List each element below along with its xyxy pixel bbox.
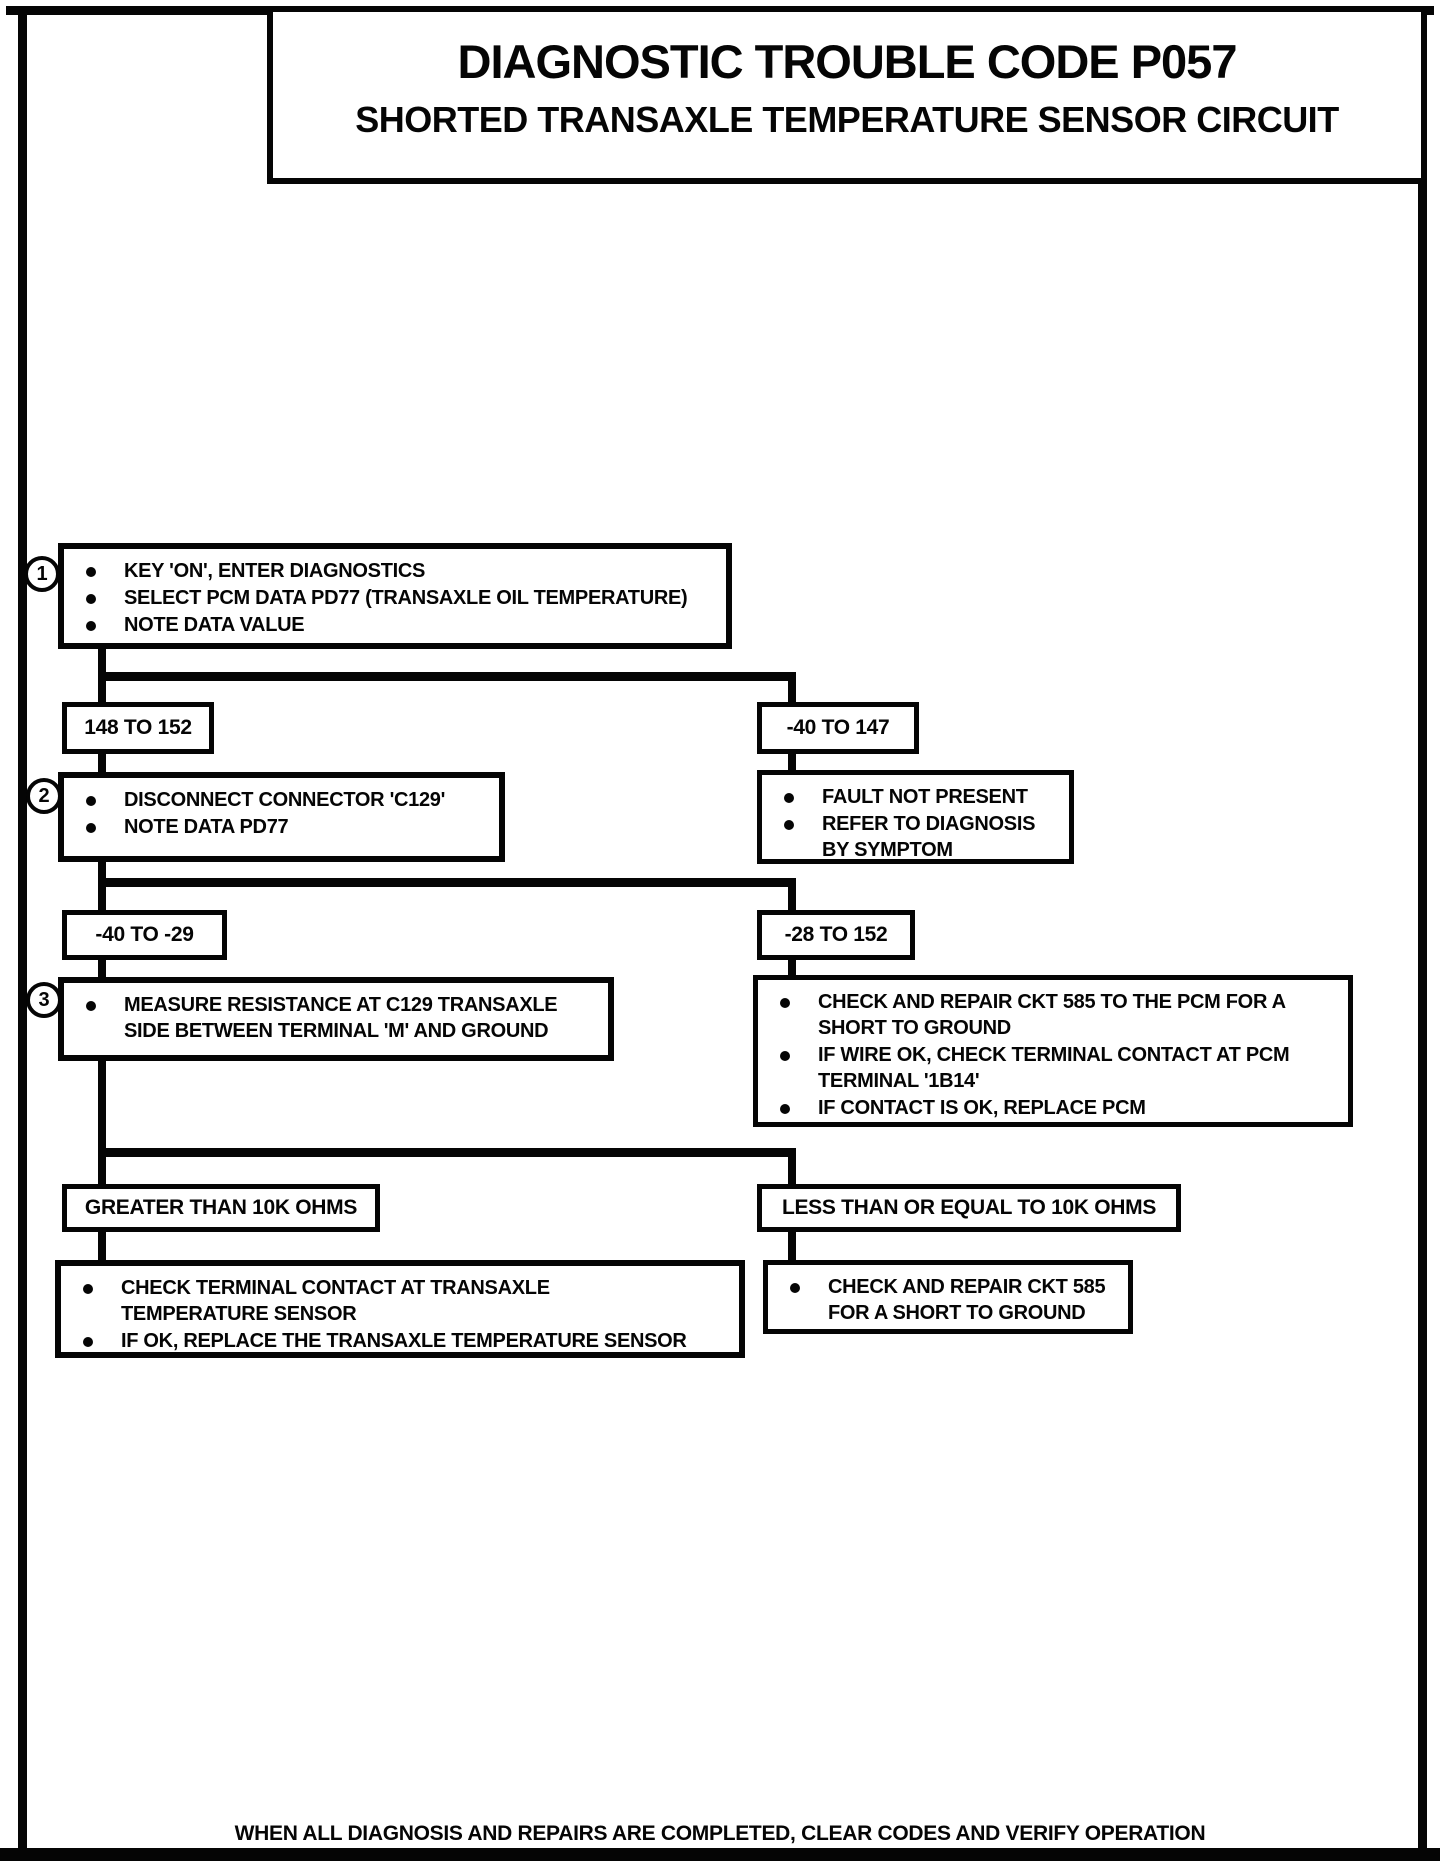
bullet-item: NOTE DATA PD77 <box>64 814 491 840</box>
bullet-icon <box>86 1001 96 1011</box>
connector-left-3-line <box>98 858 106 913</box>
bullet-text: IF CONTACT IS OK, REPLACE PCM <box>818 1097 1146 1119</box>
connector-left-1-line <box>98 645 106 705</box>
bullet-item: SELECT PCM DATA PD77 (TRANSAXLE OIL TEMP… <box>64 585 718 611</box>
step2-box: DISCONNECT CONNECTOR 'C129' NOTE DATA PD7… <box>58 772 505 862</box>
page-border-left <box>18 6 27 1852</box>
page-title: DIAGNOSTIC TROUBLE CODE P057 <box>457 35 1238 88</box>
step3-number-badge: 3 <box>26 982 62 1018</box>
connector-rail-3-line <box>98 1148 796 1157</box>
bullet-item: CHECK TERMINAL CONTACT AT TRANSAXLE TEMP… <box>61 1275 731 1327</box>
range-greater-than-10k-text: GREATER THAN 10K OHMS <box>84 1196 358 1219</box>
range-148-to-152-text: 148 TO 152 <box>84 716 192 739</box>
bullet-item: CHECK AND REPAIR CKT 585 TO THE PCM FOR … <box>758 989 1340 1041</box>
connector-left-4-line <box>98 958 106 980</box>
page-border-bottom-bar <box>0 1848 1440 1861</box>
bullet-icon <box>780 1104 790 1114</box>
step1-number-badge: 1 <box>24 556 60 592</box>
bullet-icon <box>83 1337 93 1347</box>
bullet-icon <box>86 567 96 577</box>
step2-number: 2 <box>38 784 50 807</box>
range-minus28-to-152-label: -28 TO 152 <box>757 910 915 960</box>
range-less-equal-10k-label: LESS THAN OR EQUAL TO 10K OHMS <box>757 1184 1181 1232</box>
range-minus40-to-147-text: -40 TO 147 <box>786 716 890 739</box>
connector-right-3-line <box>788 878 796 913</box>
bullet-item: NOTE DATA VALUE <box>64 612 718 638</box>
bullet-item: CHECK AND REPAIR CKT 585 FOR A SHORT TO … <box>768 1274 1120 1326</box>
connector-right-4-line <box>788 958 796 978</box>
sensor-check-box: CHECK TERMINAL CONTACT AT TRANSAXLE TEMP… <box>55 1260 745 1358</box>
connector-right-6-line <box>788 1230 796 1263</box>
connector-left-6-line <box>98 1230 106 1263</box>
range-minus40-to-minus29-label: -40 TO -29 <box>62 910 227 960</box>
fault-not-present-list: FAULT NOT PRESENT REFER TO DIAGNOSIS BY S… <box>762 784 1061 863</box>
bullet-text: REFER TO DIAGNOSIS BY SYMPTOM <box>822 813 1036 861</box>
bullet-item: KEY 'ON', ENTER DIAGNOSTICS <box>64 558 718 584</box>
repair-ckt585-pcm-list: CHECK AND REPAIR CKT 585 TO THE PCM FOR … <box>758 989 1340 1121</box>
step2-list: DISCONNECT CONNECTOR 'C129' NOTE DATA PD7… <box>64 787 491 840</box>
bullet-item: REFER TO DIAGNOSIS BY SYMPTOM <box>762 811 1061 863</box>
bullet-item: IF CONTACT IS OK, REPLACE PCM <box>758 1095 1340 1121</box>
repair-ckt585-ground-list: CHECK AND REPAIR CKT 585 FOR A SHORT TO … <box>768 1274 1120 1326</box>
sensor-check-list: CHECK TERMINAL CONTACT AT TRANSAXLE TEMP… <box>61 1275 731 1354</box>
bullet-icon <box>86 594 96 604</box>
bullet-item: DISCONNECT CONNECTOR 'C129' <box>64 787 491 813</box>
bullet-icon <box>780 998 790 1008</box>
connector-rail-2-line <box>98 878 796 887</box>
step3-list: MEASURE RESISTANCE AT C129 TRANSAXLE SID… <box>64 992 600 1044</box>
connector-left-5-line <box>98 1057 106 1187</box>
bullet-item: IF WIRE OK, CHECK TERMINAL CONTACT AT PC… <box>758 1042 1340 1094</box>
repair-ckt585-pcm-box: CHECK AND REPAIR CKT 585 TO THE PCM FOR … <box>753 975 1353 1127</box>
bullet-icon <box>86 823 96 833</box>
title-box: DIAGNOSTIC TROUBLE CODE P057 SHORTED TRA… <box>267 6 1427 184</box>
bullet-icon <box>780 1051 790 1061</box>
page-border-right <box>1418 6 1427 1852</box>
range-minus40-to-minus29-text: -40 TO -29 <box>95 923 194 946</box>
bullet-text: SELECT PCM DATA PD77 (TRANSAXLE OIL TEMP… <box>124 587 688 609</box>
range-minus40-to-147-label: -40 TO 147 <box>757 702 919 754</box>
repair-ckt585-ground-box: CHECK AND REPAIR CKT 585 FOR A SHORT TO … <box>763 1260 1133 1334</box>
bullet-icon <box>784 820 794 830</box>
bullet-icon <box>790 1283 800 1293</box>
bullet-text: DISCONNECT CONNECTOR 'C129' <box>124 789 446 811</box>
bullet-text: IF WIRE OK, CHECK TERMINAL CONTACT AT PC… <box>818 1044 1290 1092</box>
step1-list: KEY 'ON', ENTER DIAGNOSTICS SELECT PCM DA… <box>64 558 718 638</box>
bullet-text: NOTE DATA PD77 <box>124 816 289 838</box>
step3-number: 3 <box>38 988 50 1011</box>
bullet-icon <box>784 793 794 803</box>
bullet-item: IF OK, REPLACE THE TRANSAXLE TEMPERATURE… <box>61 1328 731 1354</box>
bullet-text: KEY 'ON', ENTER DIAGNOSTICS <box>124 560 426 582</box>
step1-box: KEY 'ON', ENTER DIAGNOSTICS SELECT PCM DA… <box>58 543 732 649</box>
bullet-text: CHECK AND REPAIR CKT 585 TO THE PCM FOR … <box>818 991 1286 1039</box>
bullet-text: CHECK AND REPAIR CKT 585 FOR A SHORT TO … <box>828 1276 1106 1324</box>
range-minus28-to-152-text: -28 TO 152 <box>784 923 888 946</box>
connector-rail-1-line <box>98 672 796 681</box>
bullet-text: CHECK TERMINAL CONTACT AT TRANSAXLE TEMP… <box>121 1277 550 1325</box>
bullet-item: FAULT NOT PRESENT <box>762 784 1061 810</box>
fault-not-present-box: FAULT NOT PRESENT REFER TO DIAGNOSIS BY S… <box>757 770 1074 864</box>
bullet-item: MEASURE RESISTANCE AT C129 TRANSAXLE SID… <box>64 992 600 1044</box>
range-less-equal-10k-text: LESS THAN OR EQUAL TO 10K OHMS <box>781 1196 1157 1219</box>
range-greater-than-10k-label: GREATER THAN 10K OHMS <box>62 1184 380 1232</box>
bullet-text: MEASURE RESISTANCE AT C129 TRANSAXLE SID… <box>124 994 558 1042</box>
footer-note: WHEN ALL DIAGNOSIS AND REPAIRS ARE COMPL… <box>234 1822 1206 1845</box>
connector-right-2-line <box>788 752 796 774</box>
step3-box: MEASURE RESISTANCE AT C129 TRANSAXLE SID… <box>58 977 614 1061</box>
connector-left-2-line <box>98 752 106 776</box>
range-148-to-152-label: 148 TO 152 <box>62 702 214 754</box>
bullet-text: FAULT NOT PRESENT <box>822 786 1028 808</box>
bullet-text: IF OK, REPLACE THE TRANSAXLE TEMPERATURE… <box>121 1330 687 1352</box>
connector-right-5-line <box>788 1148 796 1187</box>
connector-right-1-line <box>788 672 796 705</box>
step1-number: 1 <box>36 562 48 585</box>
bullet-icon <box>86 621 96 631</box>
bullet-text: NOTE DATA VALUE <box>124 614 305 636</box>
bullet-icon <box>83 1284 93 1294</box>
bullet-icon <box>86 796 96 806</box>
page-subtitle: SHORTED TRANSAXLE TEMPERATURE SENSOR CIR… <box>355 99 1339 140</box>
step2-number-badge: 2 <box>26 778 62 814</box>
